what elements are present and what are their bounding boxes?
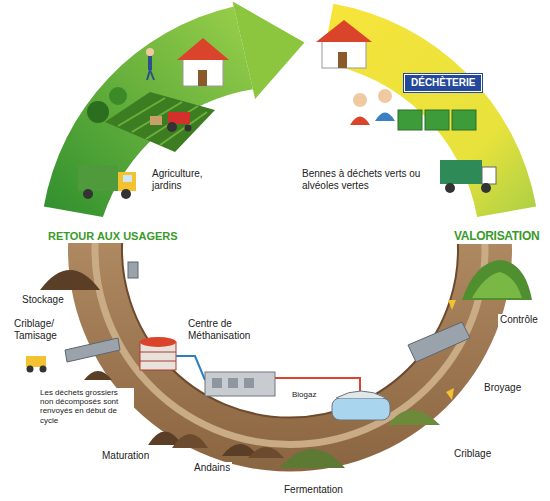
site-sign: DÉCHÈTERIE	[404, 74, 482, 92]
step-label: Stockage	[20, 294, 66, 306]
step-label: Fermentation	[282, 484, 345, 496]
phase-title: RETOUR AUX USAGERS	[46, 230, 180, 243]
step-label: Criblage/ Tamisage	[12, 318, 64, 341]
step-label: Andains	[192, 462, 232, 474]
use-label: Agriculture, jardins	[150, 168, 228, 191]
step-label: Maturation	[100, 450, 151, 462]
note-text: Les déchets grossiers non décomposés son…	[38, 388, 134, 425]
gas-label: Biogaz	[290, 390, 318, 399]
step-label: Criblage	[452, 448, 493, 460]
plant-label: Centre de Méthanisation	[186, 318, 268, 341]
step-label: Broyage	[482, 382, 523, 394]
container-label: Bennes à déchets verts ou alvéoles verte…	[300, 168, 430, 191]
sign-text: DÉCHÈTERIE	[411, 77, 475, 88]
step-label: Contrôle	[498, 314, 540, 326]
phase-title: VALORISATION	[452, 230, 541, 244]
